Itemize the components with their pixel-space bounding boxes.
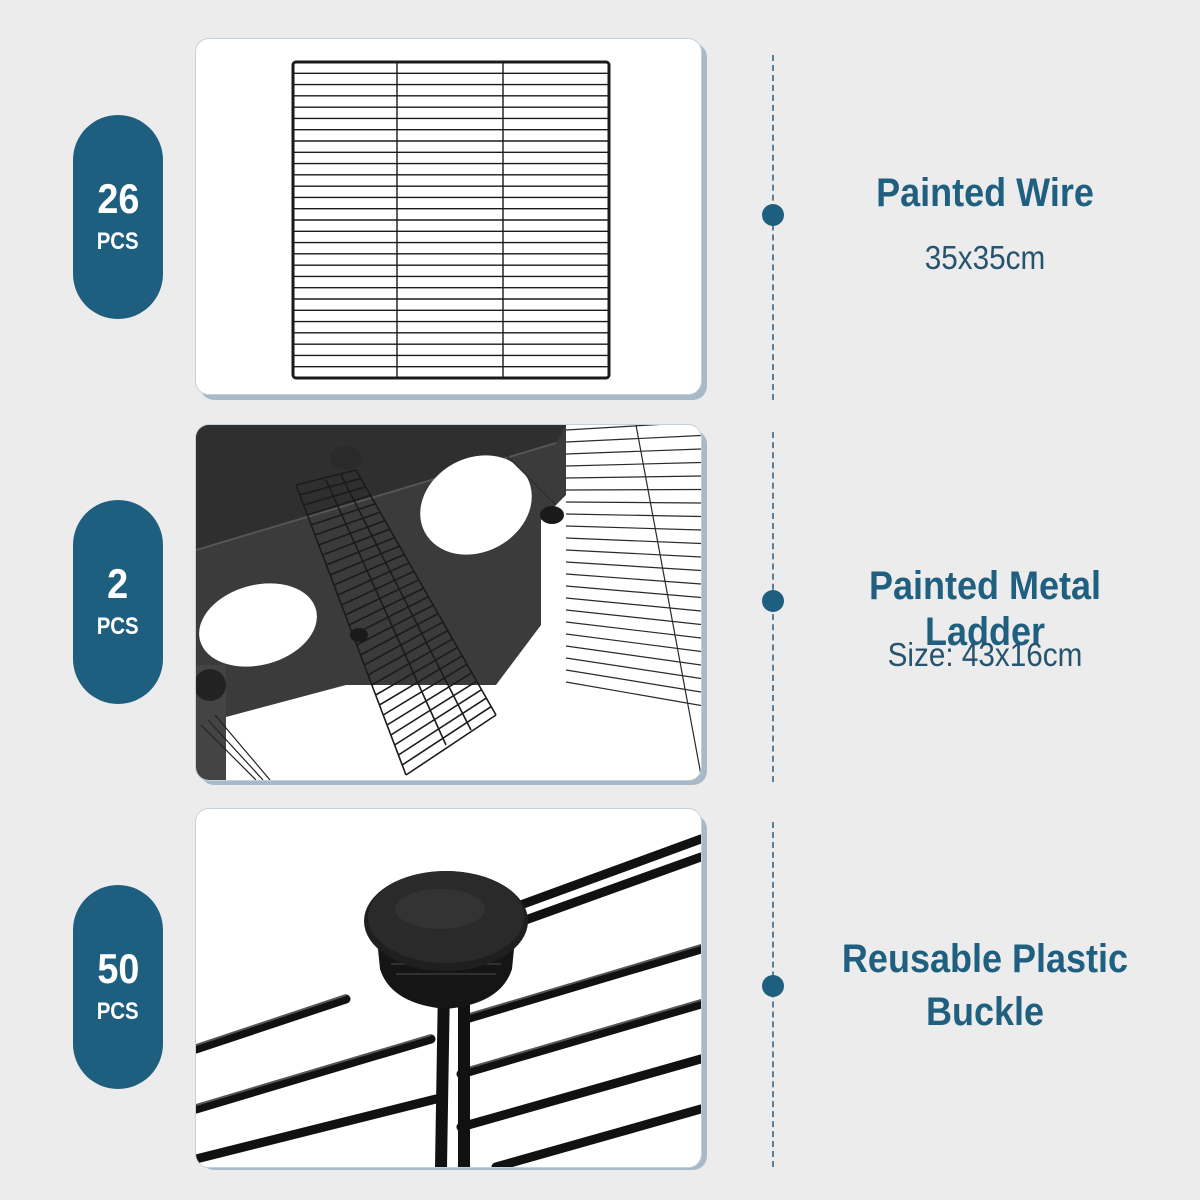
item-subtitle: Size: 43x16cm (887, 636, 1083, 673)
quantity-count: 50 (96, 945, 140, 992)
wire-panel-icon (291, 60, 611, 380)
quantity-unit: PCS (97, 998, 139, 1025)
item-subtitle: 35x35cm (924, 239, 1046, 276)
quantity-badge: 2 PCS (73, 500, 163, 704)
item-title: Painted Metal Ladder (868, 564, 1102, 654)
item-title-line-2: Buckle (925, 990, 1045, 1034)
quantity-badge: 50 PCS (73, 885, 163, 1089)
quantity-unit: PCS (97, 613, 139, 640)
connector-dot (762, 590, 784, 612)
item-title-line-1: Reusable Plastic (841, 937, 1129, 981)
buckle-image (195, 808, 702, 1168)
item-row-ladder: 2 PCS (0, 0, 1200, 785)
buckle-icon (196, 809, 701, 1167)
item-row-wire: 26 PCS Painted Wire 35x35cm (0, 0, 1200, 400)
item-row-buckle: 50 PCS (0, 0, 1200, 1170)
connector-dot (762, 204, 784, 226)
quantity-count: 2 (107, 560, 129, 607)
wire-panel-image (195, 38, 702, 395)
quantity-badge: 26 PCS (73, 115, 163, 319)
ladder-image (195, 424, 702, 781)
quantity-unit: PCS (97, 228, 139, 255)
connector-line (772, 55, 774, 400)
ladder-icon (196, 425, 701, 780)
item-title: Painted Wire (876, 171, 1094, 215)
quantity-count: 26 (96, 175, 140, 222)
connector-dot (762, 975, 784, 997)
